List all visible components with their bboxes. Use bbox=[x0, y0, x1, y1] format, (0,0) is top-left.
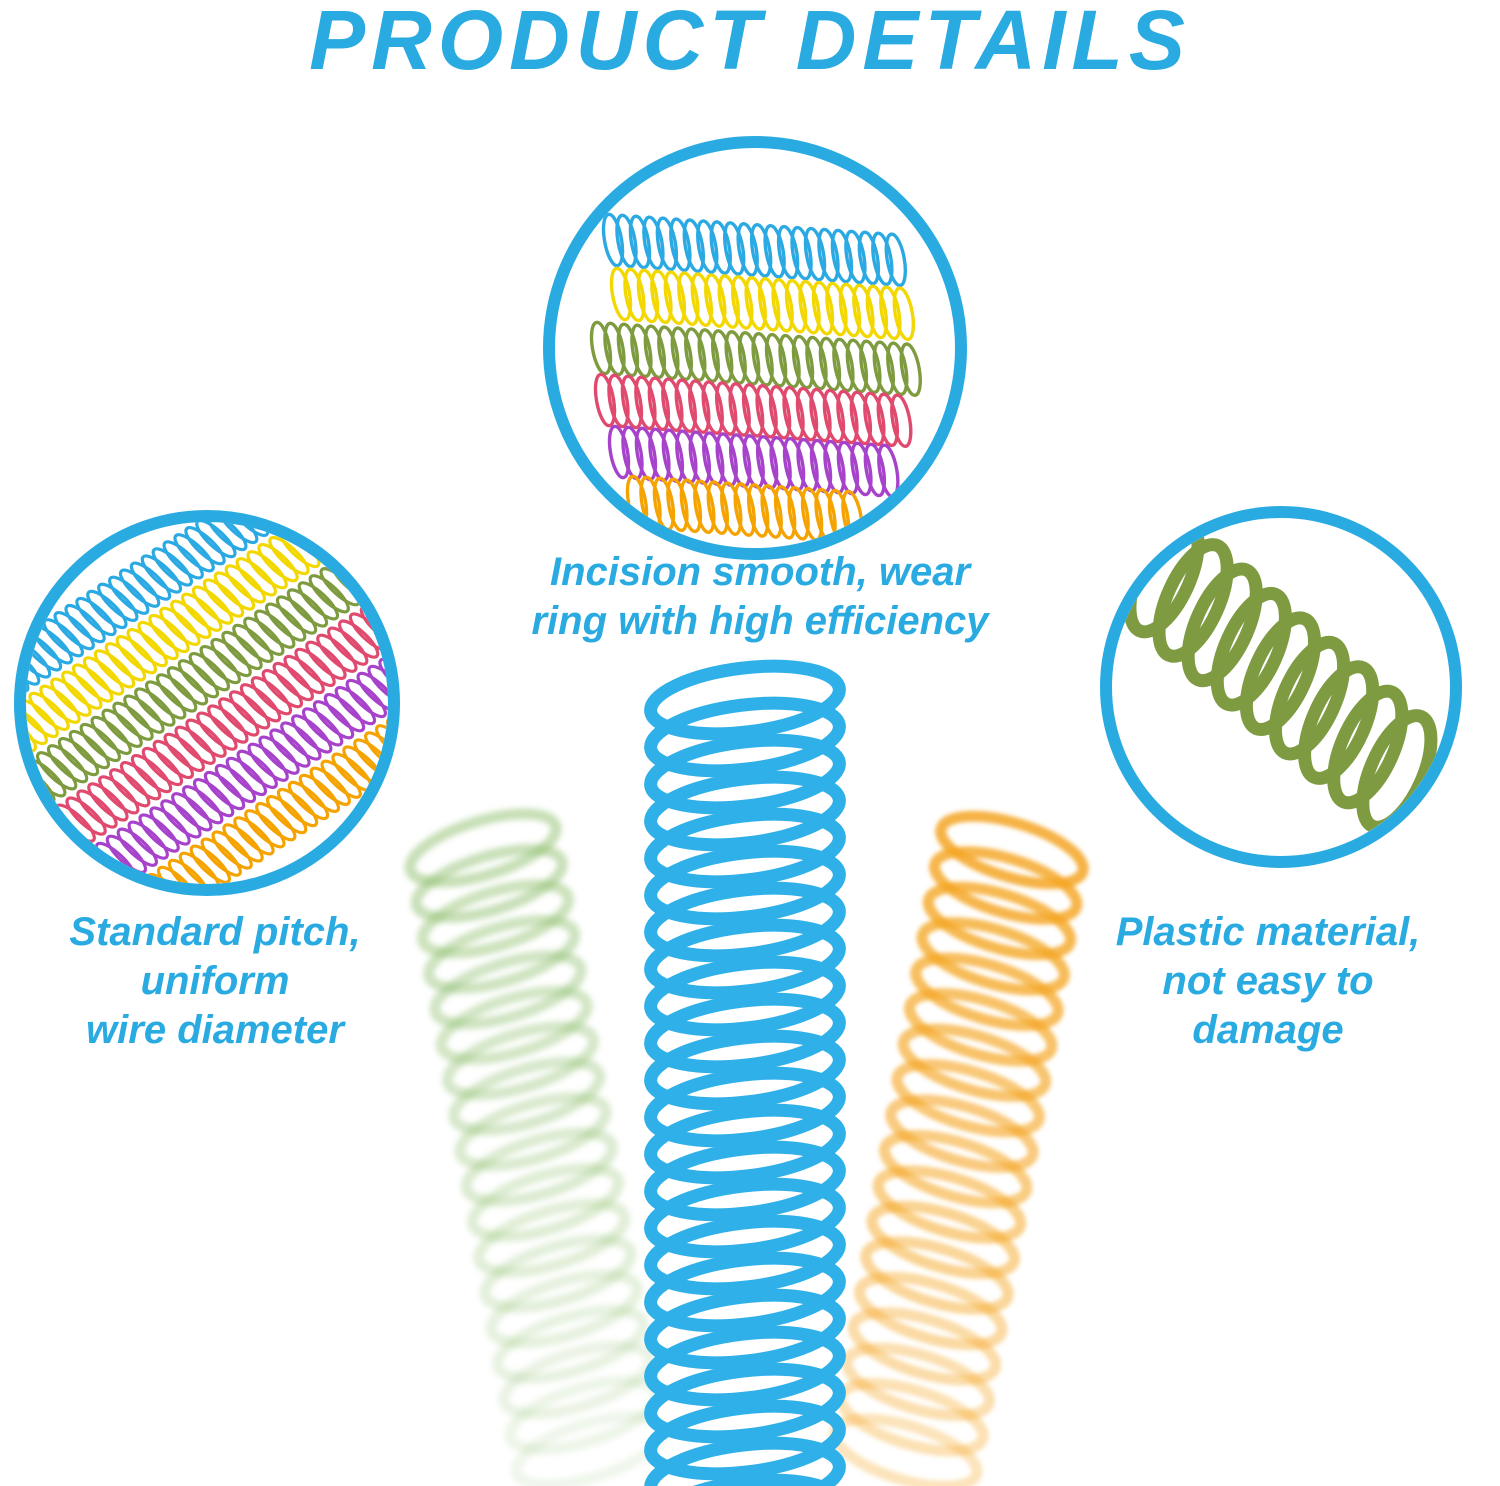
green-coil-closeup-image bbox=[1123, 518, 1438, 834]
caption-line: uniform bbox=[140, 958, 290, 1003]
feature-circle-incision bbox=[543, 136, 967, 560]
caption-material: Plastic material, not easy to damage bbox=[1058, 908, 1478, 1054]
multicolor-coils-diagonal-image bbox=[26, 522, 388, 884]
caption-line: damage bbox=[1192, 1007, 1344, 1052]
caption-line: Plastic material, bbox=[1115, 910, 1421, 954]
caption-line: Standard pitch, bbox=[69, 910, 361, 954]
caption-line: wire diameter bbox=[86, 1007, 344, 1052]
feature-circle-pitch bbox=[14, 510, 400, 896]
multicolor-coils-rows-image bbox=[589, 212, 922, 545]
caption-incision: Incision smooth, wear ring with high eff… bbox=[430, 548, 1090, 646]
page-title: PRODUCT DETAILS bbox=[309, 0, 1191, 87]
caption-line: not easy to bbox=[1162, 958, 1374, 1003]
caption-line: Incision smooth, wear bbox=[549, 550, 971, 594]
caption-pitch: Standard pitch, uniform wire diameter bbox=[0, 908, 430, 1054]
feature-circle-material bbox=[1100, 506, 1462, 868]
caption-line: ring with high efficiency bbox=[531, 598, 989, 643]
